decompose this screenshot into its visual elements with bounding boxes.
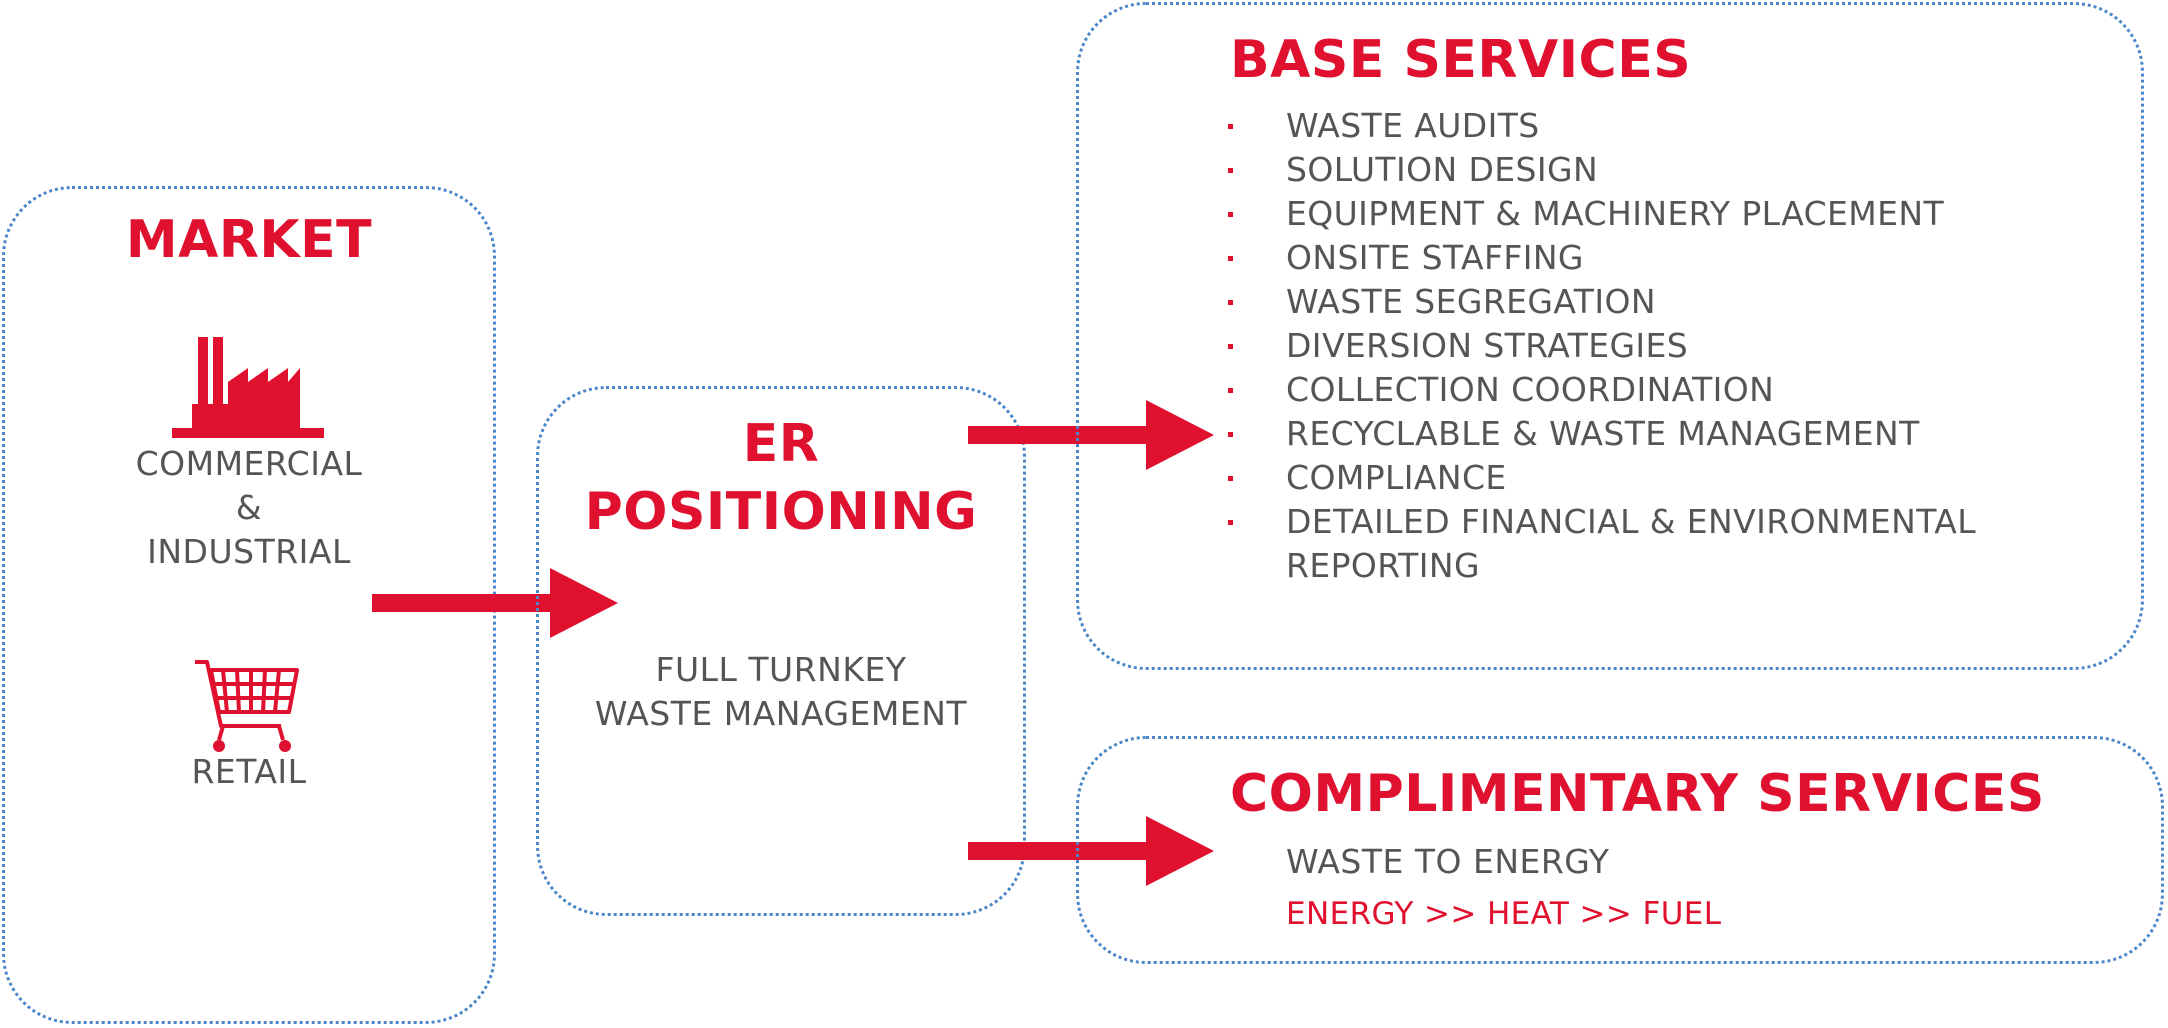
factory-icon [172,337,324,438]
bullet-icon [1228,256,1233,261]
er-title-line1: ER [742,414,820,474]
base-services-box [1076,2,2144,670]
commercial-label-1: COMMERCIAL [135,444,363,483]
bullet-icon [1228,520,1233,525]
bullet-icon [1228,168,1233,173]
arrow-er-to-complimentary [968,816,1214,886]
list-item: EQUIPMENT & MACHINERY PLACEMENT [1228,192,1976,236]
list-item: WASTE AUDITS [1228,104,1976,148]
base-services-title: BASE SERVICES [1230,30,1692,90]
bullet-icon [1228,300,1233,305]
er-positioning-box [536,386,1026,916]
list-item: RECYCLABLE & WASTE MANAGEMENT [1228,412,1976,456]
bullet-icon [1228,388,1233,393]
er-subtitle-line1: FULL TURNKEY [655,650,907,689]
list-item: SOLUTION DESIGN [1228,148,1976,192]
arrow-er-to-base [968,400,1214,470]
complimentary-services-box [1076,736,2164,964]
list-item: COLLECTION COORDINATION [1228,368,1976,412]
list-item: ONSITE STAFFING [1228,236,1976,280]
er-subtitle-line2: WASTE MANAGEMENT [594,694,968,733]
market-title: MARKET [125,210,373,270]
list-item: WASTE SEGREGATION [1228,280,1976,324]
shopping-cart-icon [195,660,299,752]
list-item-line2: REPORTING [1286,546,1480,585]
bullet-icon [1228,432,1233,437]
arrow-market-to-er [372,568,618,638]
bullet-icon [1228,344,1233,349]
list-item-line1: DETAILED FINANCIAL & ENVIRONMENTAL [1286,502,1977,541]
commercial-label-3: INDUSTRIAL [147,532,351,571]
retail-label: RETAIL [191,752,307,791]
bullet-icon [1228,476,1233,481]
er-title-line2: POSITIONING [584,482,978,542]
list-item: COMPLIANCE [1228,456,1976,500]
complimentary-services-title: COMPLIMENTARY SERVICES [1230,764,2045,824]
bullet-icon [1228,124,1233,129]
energy-chain-label: ENERGY >> HEAT >> FUEL [1286,896,1722,932]
bullet-icon [1228,212,1233,217]
waste-to-energy-label: WASTE TO ENERGY [1286,842,1610,881]
list-item: DIVERSION STRATEGIES [1228,324,1976,368]
commercial-label-2: & [235,488,263,527]
base-services-list: WASTE AUDITS SOLUTION DESIGN EQUIPMENT &… [1228,104,1976,588]
list-item: DETAILED FINANCIAL & ENVIRONMENTAL REPORT… [1228,500,1976,588]
